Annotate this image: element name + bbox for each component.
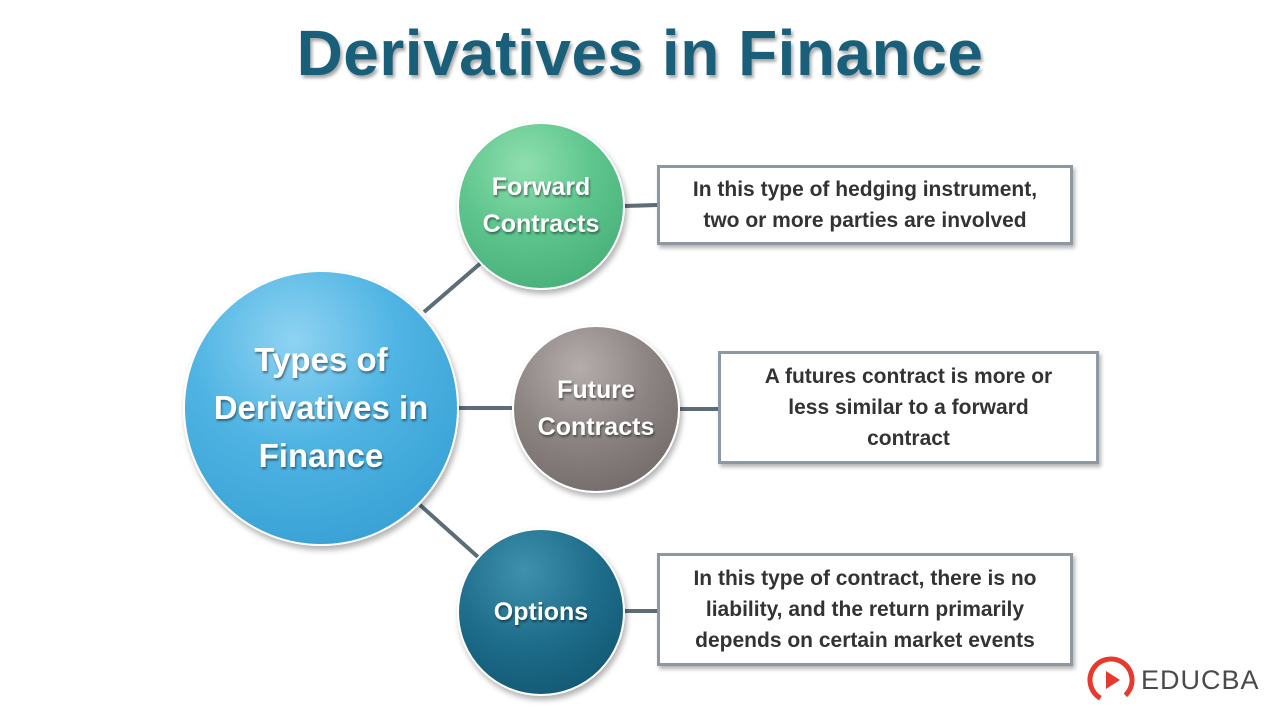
forward-contracts-description: In this type of hedging instrument, two … [657,165,1073,245]
options-circle: Options [457,528,625,696]
connector-main-forward [422,260,484,314]
connector-forward-box [624,203,658,208]
page-title: Derivatives in Finance [296,17,984,89]
forward-contracts-circle: Forward Contracts [457,122,625,290]
future-contracts-circle: Future Contracts [512,325,680,493]
description-line: liability, and the return primarily [705,598,1025,621]
educba-logo: EDUCBA [1087,655,1260,705]
educba-logo-icon [1087,656,1135,704]
logo-text: EDUCBA [1141,664,1260,695]
forward-label-line: Forward [491,173,591,201]
options-description: In this type of contract, there is no li… [657,553,1073,666]
description-line: less similar to a forward [788,396,1029,419]
future-contracts-description: A futures contract is more or less simil… [718,351,1099,464]
center-line: Finance [258,437,384,474]
center-line: Derivatives in [213,389,429,426]
description-line: A futures contract is more or [764,365,1053,388]
future-label-line: Future [557,376,635,404]
description-line: depends on certain market events [695,629,1035,652]
options-label-line: Options [493,597,589,626]
description-line: In this type of contract, there is no [693,567,1037,590]
description-line: contract [867,427,950,450]
types-of-derivatives-circle: Types of Derivatives in Finance [183,270,459,546]
connector-main-options [418,503,480,559]
future-label-line: Contracts [537,413,655,441]
center-line: Types of [254,341,388,378]
description-line: two or more parties are involved [703,209,1027,232]
description-line: In this type of hedging instrument, [692,178,1038,201]
forward-label-line: Contracts [482,210,600,238]
